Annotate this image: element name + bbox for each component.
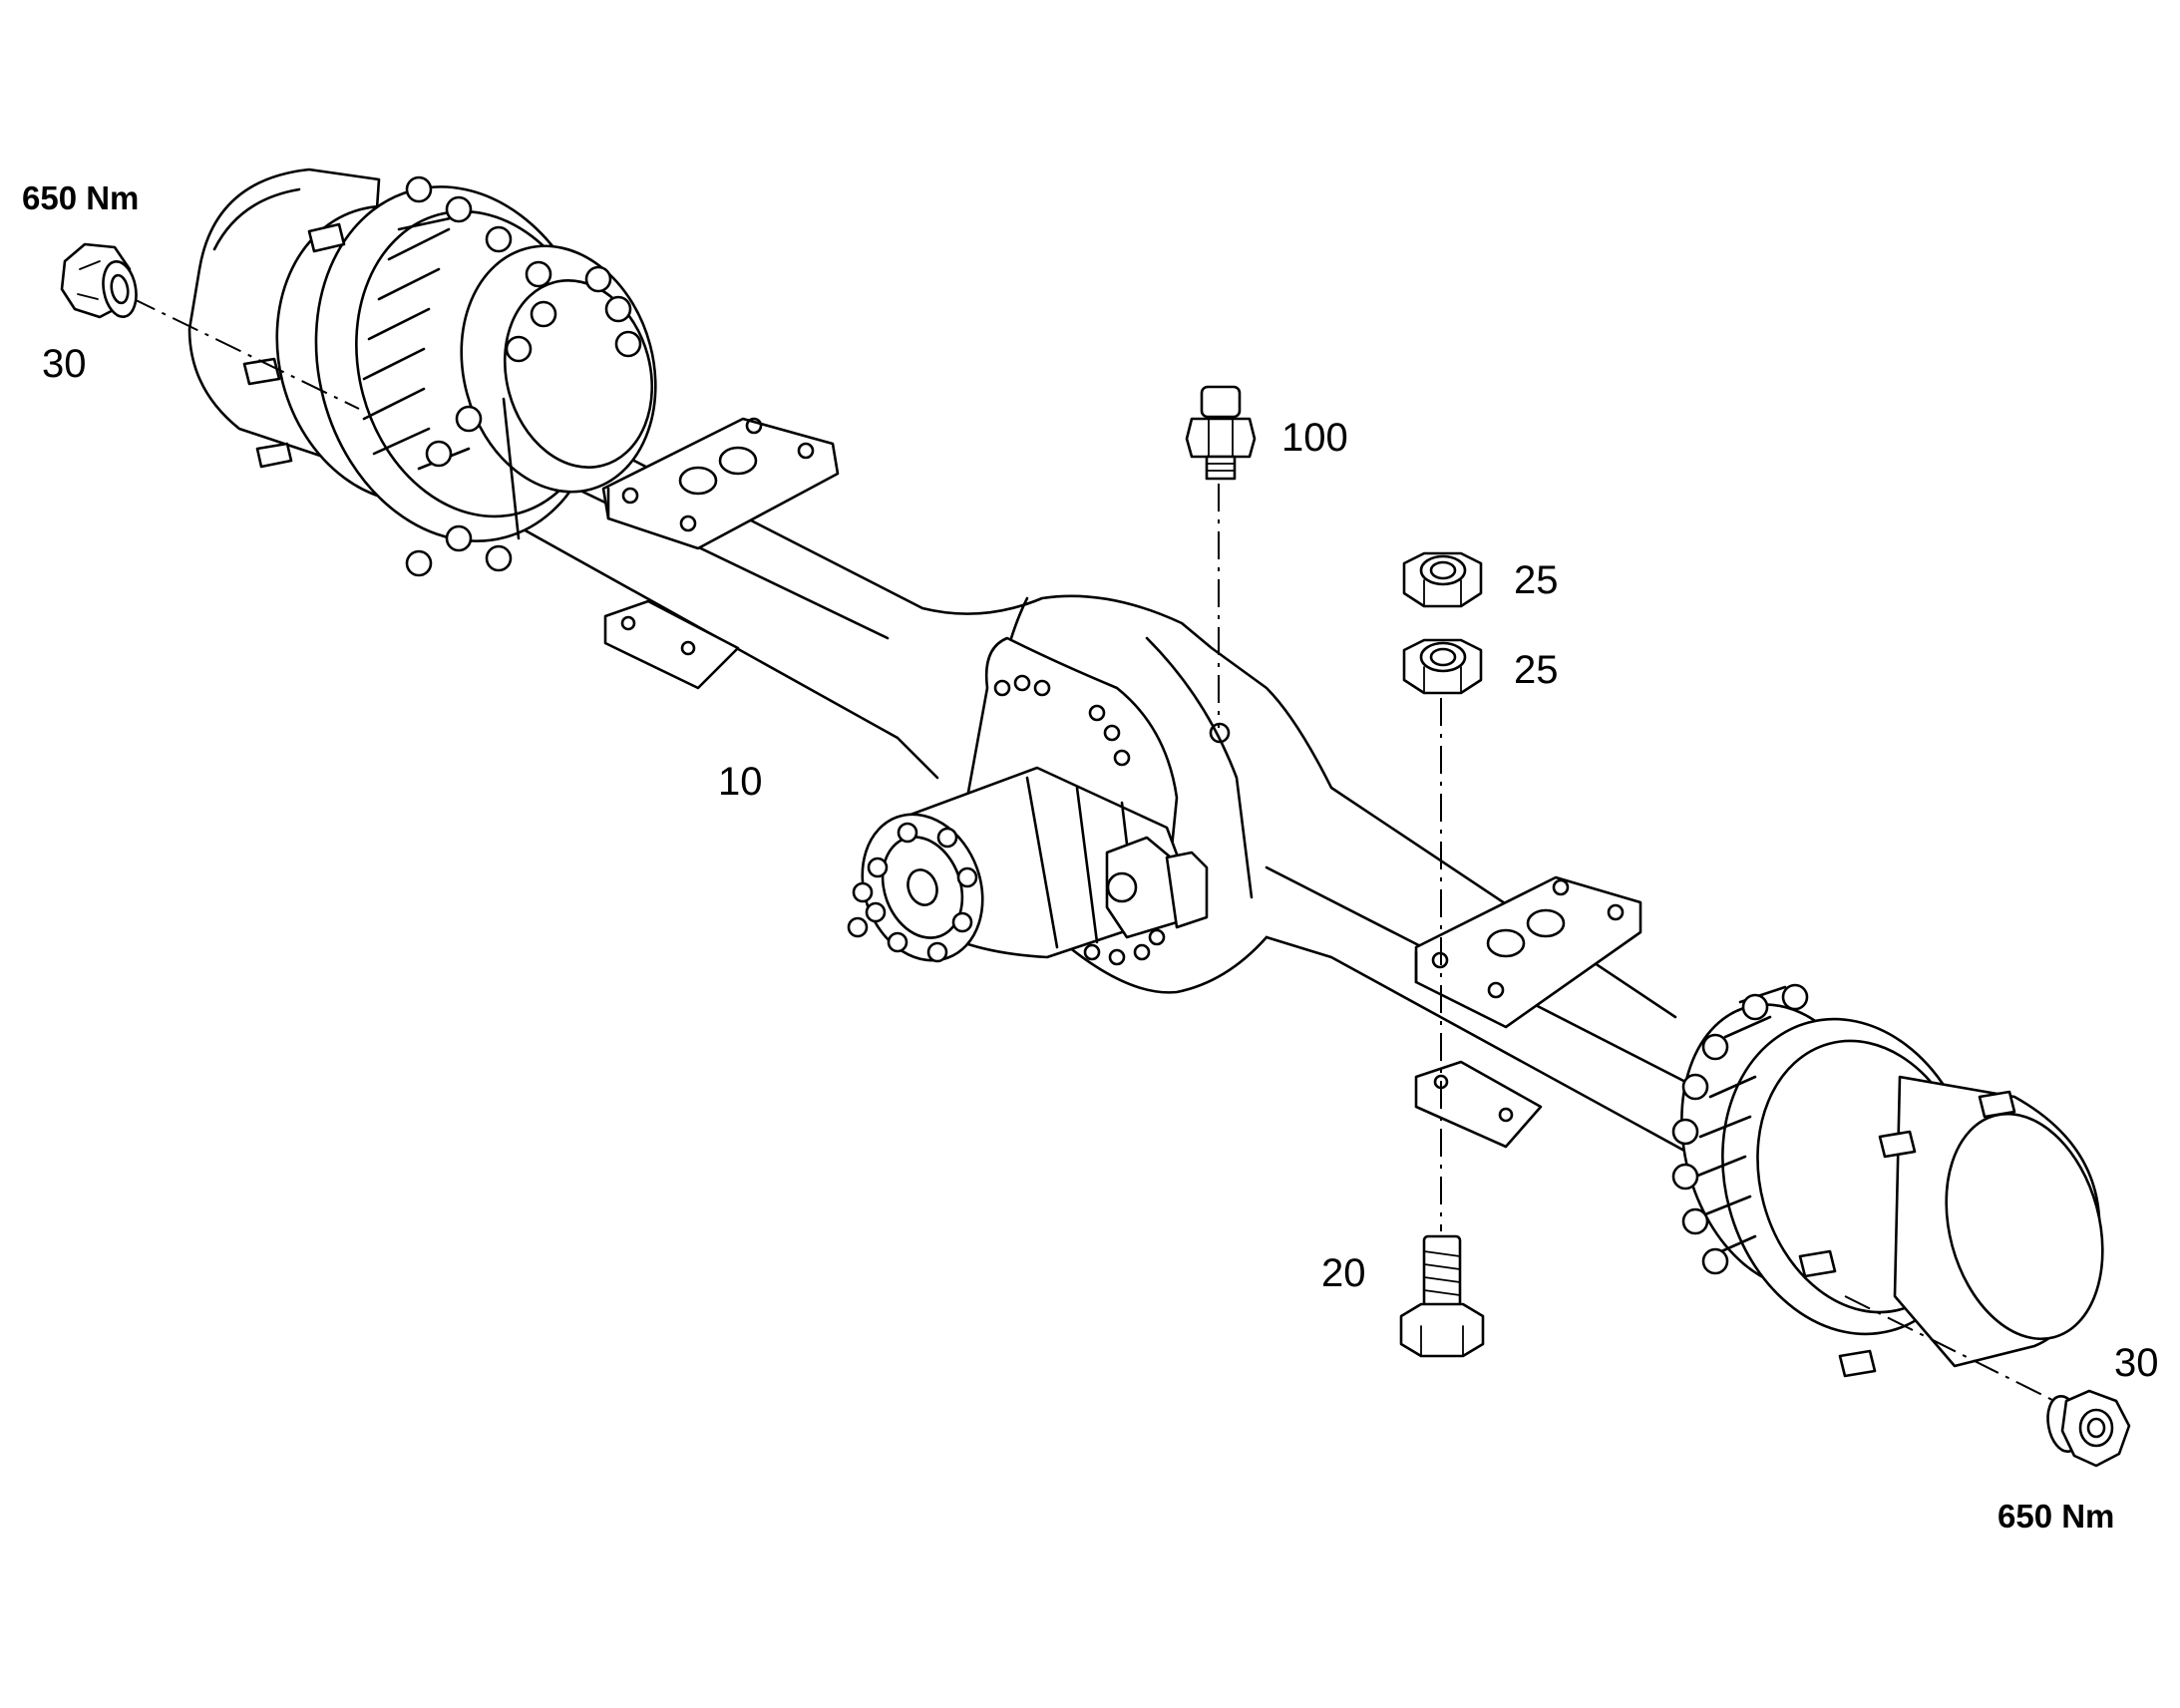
callout-100: 100 [1281, 416, 1348, 460]
assembly-center-lines [129, 296, 2065, 1407]
breather-valve-icon [1185, 385, 1257, 481]
torque-label-right: 650 Nm [1998, 1498, 2114, 1535]
hex-flange-nut-icon [60, 242, 138, 319]
callout-30-left: 30 [42, 342, 87, 386]
callout-25-upper: 25 [1514, 558, 1559, 602]
callout-25-lower: 25 [1514, 648, 1559, 692]
wheel-hub-left [187, 168, 657, 577]
callout-labels: 650 Nm 30 100 25 25 10 20 30 650 Nm [22, 179, 2159, 1535]
hub-bolts-left [405, 175, 642, 577]
callout-20: 20 [1321, 1251, 1366, 1295]
hex-bolt-icon [1399, 1234, 1485, 1358]
wheel-hub-right [1671, 983, 2104, 1378]
hex-nut-icon [1402, 638, 1483, 695]
torque-label-left: 650 Nm [22, 179, 139, 216]
flange-bolts [847, 822, 978, 963]
hub-bolts-right [1671, 983, 1809, 1275]
hex-nut-icon [1402, 551, 1483, 608]
differential-carrier [847, 636, 1209, 966]
hex-flange-nut-icon [2046, 1389, 2131, 1468]
carrier-bolts [993, 674, 1166, 966]
spring-seat-right [1414, 875, 1642, 1149]
spring-seat-left [601, 417, 840, 690]
callout-10: 10 [718, 760, 763, 804]
callout-30-right: 30 [2114, 1341, 2159, 1385]
